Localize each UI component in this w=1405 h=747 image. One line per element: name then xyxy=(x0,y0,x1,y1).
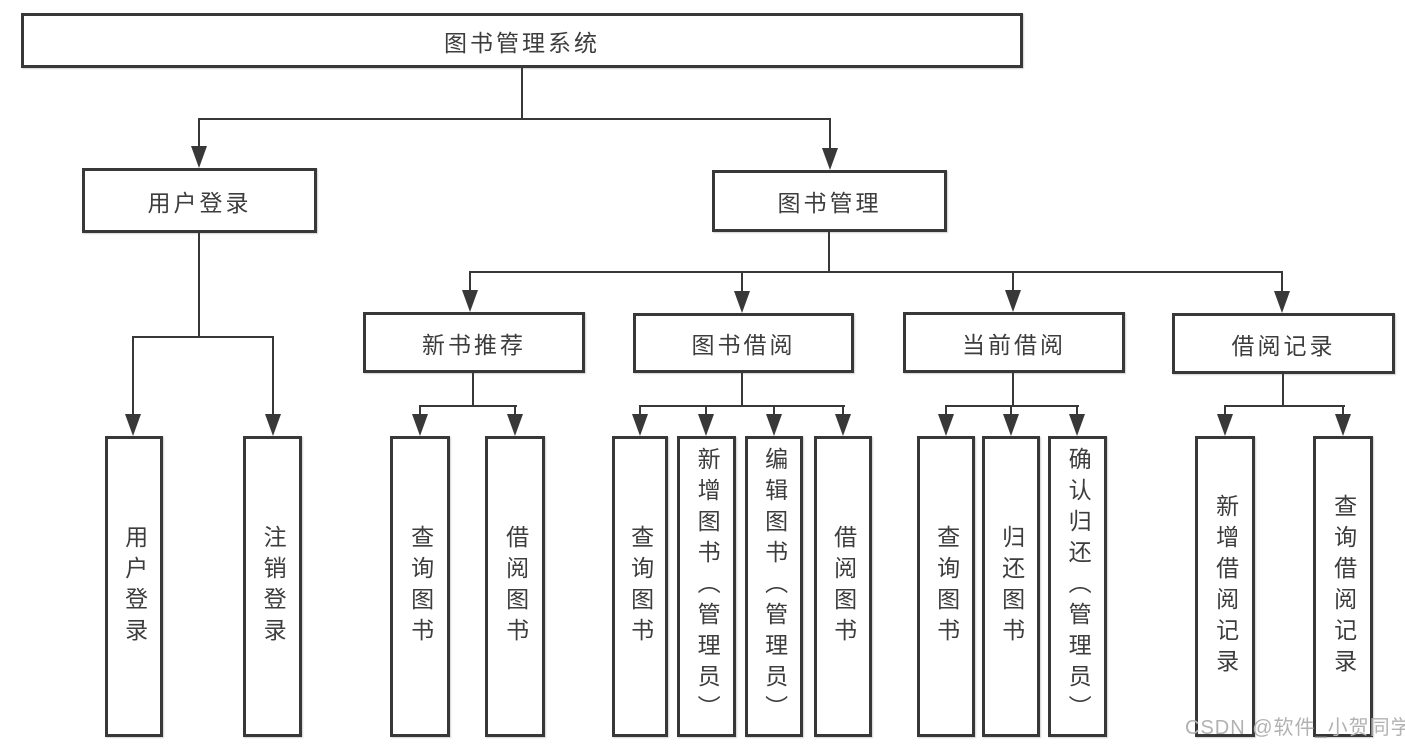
arrowhead-cb-c1 xyxy=(938,414,954,436)
edge-current-borrow-split xyxy=(945,405,1079,407)
edge-drop-cb-c3 xyxy=(1076,405,1078,416)
leaf-user-login-label: 用户登录 xyxy=(121,524,148,649)
leaf-cb-confirm-return-admin: 确认归还（管理员） xyxy=(1048,436,1107,737)
leaf-cb-query-books-label: 查询图书 xyxy=(933,524,960,649)
leaf-bb-query-books: 查询图书 xyxy=(612,436,668,737)
edge-user-login-vertical xyxy=(198,233,200,337)
edge-drop-bb-c2 xyxy=(705,405,707,416)
arrowhead-br-c2 xyxy=(1335,414,1351,436)
node-user-login-label: 用户登录 xyxy=(147,189,252,216)
edge-user-login-split xyxy=(132,336,274,338)
edge-book-borrow-split xyxy=(639,405,845,407)
leaf-cb-return-books-label: 归还图书 xyxy=(998,524,1025,649)
edge-drop-br-c1 xyxy=(1224,405,1226,416)
edge-drop-current-borrow xyxy=(1012,271,1014,293)
leaf-bb-edit-books-admin: 编辑图书（管理员） xyxy=(745,436,803,737)
edge-drop-bb-c1 xyxy=(639,405,641,416)
arrowhead-bb-c2 xyxy=(698,414,714,436)
edge-borrow-records-vertical xyxy=(1282,374,1284,407)
node-user-login: 用户登录 xyxy=(82,168,317,233)
leaf-cb-return-books: 归还图书 xyxy=(982,436,1040,737)
edge-borrow-records-split xyxy=(1224,405,1345,407)
arrowhead-user-login xyxy=(191,146,207,168)
edge-drop-nbr-c1 xyxy=(419,405,421,416)
edge-drop-book-mgmt xyxy=(829,118,831,150)
edge-drop-book-borrow xyxy=(741,271,743,293)
edge-drop-cb-c2 xyxy=(1010,405,1012,416)
node-book-mgmt: 图书管理 xyxy=(712,170,947,232)
leaf-logout-label: 注销登录 xyxy=(260,524,287,649)
edge-level1-horizontal xyxy=(198,118,831,120)
node-book-mgmt-label: 图书管理 xyxy=(777,190,882,216)
node-book-borrow: 图书借阅 xyxy=(633,313,854,373)
leaf-user-login: 用户登录 xyxy=(105,436,163,737)
arrowhead-book-mgmt xyxy=(822,148,838,170)
edge-drop-user-login xyxy=(198,118,200,148)
leaf-br-add-record-label: 新增借阅记录 xyxy=(1212,493,1239,680)
node-root: 图书管理系统 xyxy=(21,13,1023,68)
edge-book-mgmt-vertical xyxy=(828,232,830,273)
leaf-bb-borrow-books: 借阅图书 xyxy=(814,436,872,737)
arrowhead-leaf-login xyxy=(125,414,141,436)
leaf-nbr-query-books-label: 查询图书 xyxy=(407,524,434,649)
leaf-cb-confirm-return-admin-label: 确认归还（管理员） xyxy=(1065,447,1092,726)
leaf-br-query-record: 查询借阅记录 xyxy=(1313,436,1373,737)
arrowhead-nbr-c1 xyxy=(412,414,428,436)
edge-new-book-rec-split xyxy=(419,405,517,407)
edge-drop-leaf-login xyxy=(132,336,134,416)
arrowhead-cb-c2 xyxy=(1003,414,1019,436)
arrowhead-bb-c3 xyxy=(766,414,782,436)
leaf-logout: 注销登录 xyxy=(243,436,302,737)
arrowhead-bb-c4 xyxy=(835,414,851,436)
arrowhead-book-borrow xyxy=(734,291,750,313)
node-borrow-records: 借阅记录 xyxy=(1172,313,1395,374)
leaf-bb-edit-books-admin-label: 编辑图书（管理员） xyxy=(761,447,788,726)
leaf-bb-add-books-admin-label: 新增图书（管理员） xyxy=(694,447,721,726)
edge-drop-bb-c3 xyxy=(773,405,775,416)
edge-drop-nbr-c2 xyxy=(514,405,516,416)
edge-new-book-rec-vertical xyxy=(472,373,474,407)
edge-drop-bb-c4 xyxy=(842,405,844,416)
edge-drop-leaf-logout xyxy=(272,336,274,416)
arrowhead-nbr-c2 xyxy=(507,414,523,436)
leaf-cb-query-books: 查询图书 xyxy=(917,436,975,737)
csdn-watermark: CSDN @软件_小贺同学 xyxy=(1185,717,1405,739)
arrowhead-bb-c1 xyxy=(632,414,648,436)
node-borrow-records-label: 借阅记录 xyxy=(1231,332,1336,359)
leaf-br-query-record-label: 查询借阅记录 xyxy=(1330,493,1357,680)
edge-drop-br-c2 xyxy=(1342,405,1344,416)
leaf-nbr-borrow-books-label: 借阅图书 xyxy=(502,524,529,649)
edge-drop-borrow-records xyxy=(1281,271,1283,293)
node-new-book-rec: 新书推荐 xyxy=(363,312,585,373)
edge-drop-new-book-rec xyxy=(469,271,471,293)
edge-root-vertical xyxy=(521,68,523,119)
leaf-bb-add-books-admin: 新增图书（管理员） xyxy=(677,436,736,737)
leaf-bb-query-books-label: 查询图书 xyxy=(627,524,654,649)
edge-current-borrow-vertical xyxy=(1012,373,1014,407)
arrowhead-cb-c3 xyxy=(1069,414,1085,436)
node-current-borrow: 当前借阅 xyxy=(903,312,1125,373)
node-new-book-rec-label: 新书推荐 xyxy=(422,331,526,358)
edge-drop-cb-c1 xyxy=(945,405,947,416)
node-current-borrow-label: 当前借阅 xyxy=(962,331,1066,358)
leaf-br-add-record: 新增借阅记录 xyxy=(1195,436,1255,737)
arrowhead-borrow-records xyxy=(1274,291,1290,313)
leaf-bb-borrow-books-label: 借阅图书 xyxy=(830,524,857,649)
edge-book-mgmt-split xyxy=(469,271,1282,273)
arrowhead-new-book-rec xyxy=(462,290,478,312)
node-root-label: 图书管理系统 xyxy=(444,29,600,56)
arrowhead-leaf-logout xyxy=(265,414,281,436)
leaf-nbr-borrow-books: 借阅图书 xyxy=(485,436,545,737)
arrowhead-br-c1 xyxy=(1217,414,1233,436)
leaf-nbr-query-books: 查询图书 xyxy=(390,436,450,737)
edge-book-borrow-vertical xyxy=(741,373,743,407)
node-book-borrow-label: 图书借阅 xyxy=(691,332,796,358)
arrowhead-current-borrow xyxy=(1005,290,1021,312)
